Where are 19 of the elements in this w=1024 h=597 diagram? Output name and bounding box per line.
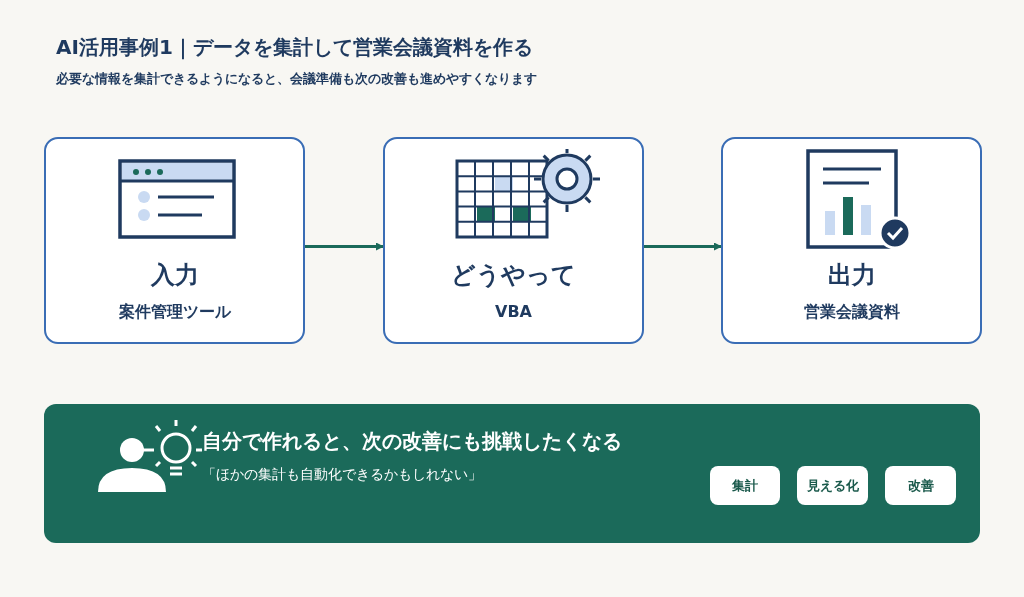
node-heading: どうやって: [450, 260, 577, 291]
node-subtext: VBA: [494, 302, 533, 321]
process-card: [721, 137, 982, 344]
banner-heading: 自分で作れると、次の改善にも挑戦したくなる: [202, 428, 622, 455]
process-card: [383, 137, 644, 344]
tag: 見える化: [797, 466, 868, 505]
tag: 改善: [885, 466, 956, 505]
arrow: [305, 242, 384, 251]
subtitle: 必要な情報を集計できるようになると、会議準備も次の改善も進めやすくなります: [56, 70, 537, 88]
tag: 集計: [710, 466, 780, 505]
node-heading: 出力: [826, 260, 877, 291]
node-subtext: 案件管理ツール: [117, 302, 232, 323]
arrow: [644, 242, 722, 251]
message-banner: [44, 404, 980, 543]
quote-text: 「ほかの集計も自動化できるかもしれない」: [202, 466, 482, 484]
process-card: [44, 137, 305, 344]
node-heading: 入力: [149, 260, 200, 291]
title: AI活用事例1｜データを集計して営業会議資料を作る: [56, 34, 533, 61]
node-subtext: 営業会議資料: [802, 302, 901, 323]
